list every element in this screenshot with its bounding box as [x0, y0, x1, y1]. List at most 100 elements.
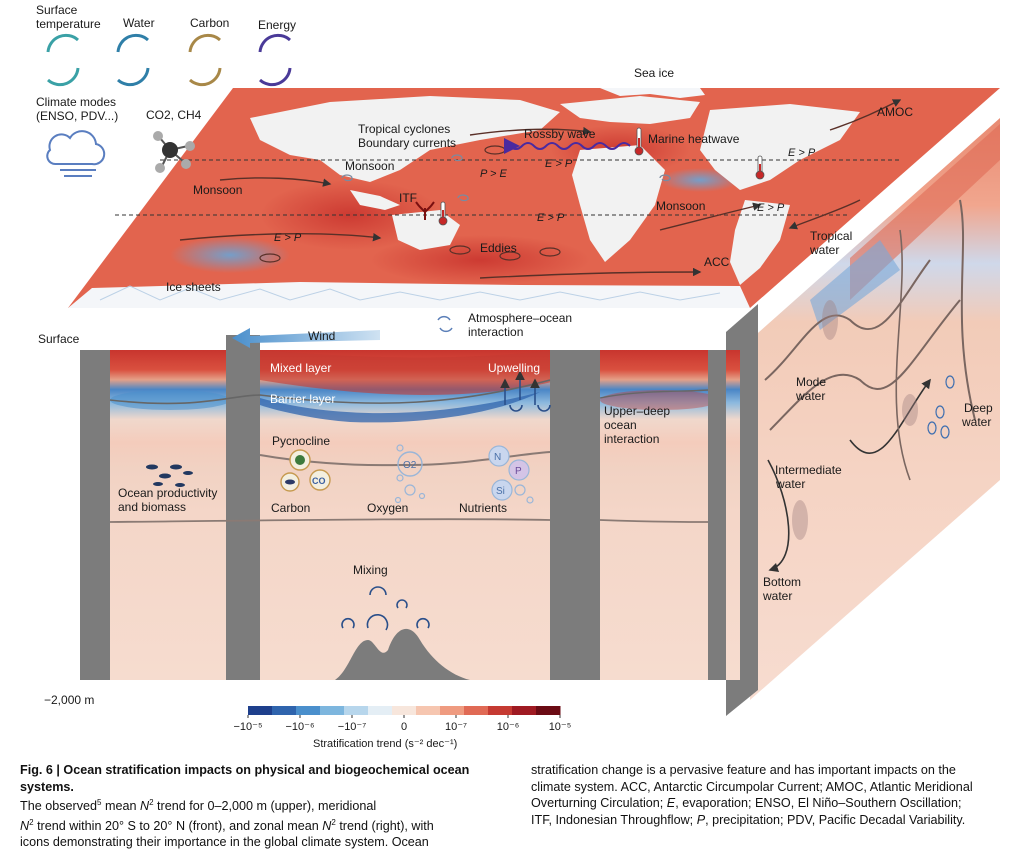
continent-south-america: [730, 200, 790, 285]
colorbar-swatch: [488, 706, 513, 715]
label-bottom-water-2: water: [762, 589, 792, 603]
label-nutrients: Nutrients: [459, 501, 507, 515]
label-mode-water-1: Mode: [796, 375, 826, 389]
sea-ice: [600, 88, 705, 98]
label-e-gt-p-1: E > P: [545, 158, 573, 170]
continent-europe: [560, 96, 700, 124]
colorbar-swatch: [368, 706, 393, 715]
stratification-diagram: Sea ice AMOC Tropical cyclones Boundary …: [36, 3, 1000, 750]
label-surface-temperature-2: temperature: [36, 17, 101, 31]
continent-africa: [572, 145, 665, 262]
surface-temperature-cycle-icon: [46, 33, 80, 87]
seafloor-ridge: [335, 628, 470, 680]
colorbar-swatch: [392, 706, 417, 715]
label-boundary-currents: Boundary currents: [358, 136, 456, 150]
label-mode-water-2: water: [795, 389, 825, 403]
colorbar-tick-label: 0: [401, 721, 407, 733]
colorbar-tick-label: 10⁻⁷: [445, 721, 467, 733]
colorbar-swatch: [512, 706, 537, 715]
colorbar-swatch: [464, 706, 489, 715]
thermometer-icon: [755, 155, 765, 180]
label-climate-modes-2: (ENSO, PDV...): [36, 109, 118, 123]
label-monsoon-3: Monsoon: [656, 199, 705, 213]
continent-maritime: [350, 190, 400, 210]
label-acc: ACC: [704, 255, 730, 269]
label-ice-sheets: Ice sheets: [166, 280, 221, 294]
colorbar-swatch: [272, 706, 297, 715]
label-rossby-wave: Rossby wave: [524, 127, 596, 141]
caption-line-7: Overturning Circulation; E, evaporation;…: [531, 796, 962, 810]
top-face-map: Sea ice AMOC Tropical cyclones Boundary …: [68, 66, 1000, 308]
label-intermediate-water-2: water: [775, 477, 805, 491]
colorbar-swatch: [440, 706, 465, 715]
energy-cycle-icon: [258, 33, 292, 87]
label-upper-deep-3: interaction: [604, 432, 659, 446]
climate-modes-cloud-icon: [46, 130, 106, 177]
label-surface: Surface: [38, 332, 80, 346]
icon-p: P: [515, 466, 522, 477]
label-deep-water-2: water: [961, 415, 991, 429]
colorbar-swatch: [344, 706, 369, 715]
label-upper-deep-1: Upper–deep: [604, 404, 670, 418]
label-wind: Wind: [308, 329, 335, 343]
label-tropical-water-2: water: [809, 243, 839, 257]
carbon-cycle-icon: [188, 33, 222, 87]
label-atmosphere-ocean-2: interaction: [468, 325, 523, 339]
label-marine-heatwave: Marine heatwave: [648, 132, 740, 146]
colorbar-swatch: [296, 706, 321, 715]
caption-line-4: icons demonstrating their importance in …: [20, 835, 429, 850]
coral-icon: [415, 201, 435, 220]
label-upwelling: Upwelling: [488, 361, 540, 375]
label-oxygen: Oxygen: [367, 501, 408, 515]
colorbar-swatch: [416, 706, 441, 715]
thermometer-icon: [438, 201, 448, 226]
label-surface-temperature-1: Surface: [36, 3, 78, 17]
icon-n: N: [494, 452, 501, 463]
label-gases: CO2, CH4: [146, 108, 202, 122]
label-productivity-1: Ocean productivity: [118, 486, 217, 500]
colorbar-label: Stratification trend (s⁻² dec⁻¹): [313, 738, 457, 750]
label-carbon: Carbon: [271, 501, 310, 515]
caption-line-8: ITF, Indonesian Throughflow; P, precipit…: [531, 812, 966, 827]
front-face-meridional: Mixed layer Barrier layer Upwelling Pycn…: [80, 335, 740, 680]
label-productivity-2: and biomass: [118, 500, 186, 514]
atmosphere-ocean-icon: [437, 315, 453, 333]
caption-line-6: climate system. ACC, Antarctic Circumpol…: [531, 779, 973, 794]
label-deep-water-1: Deep: [964, 401, 993, 415]
icon-co: CO: [312, 476, 326, 486]
cyclone-icon: [341, 154, 671, 202]
label-intermediate-water-1: Intermediate: [775, 463, 842, 477]
label-eddies: Eddies: [480, 241, 517, 255]
continent-antarctica: [68, 282, 750, 308]
caption-left: Fig. 6 | Ocean stratification impacts on…: [20, 762, 515, 851]
icon-o2: O2: [403, 460, 417, 471]
label-energy: Energy: [258, 18, 296, 32]
label-tropical-water-1: Tropical: [810, 229, 852, 243]
colorbar-tick-label: 10⁻⁵: [549, 721, 572, 733]
water-cycle-icon: [116, 33, 150, 87]
label-e-gt-p-5: E > P: [274, 232, 302, 244]
wind-arrow: [232, 328, 380, 348]
label-carbon-cycle: Carbon: [190, 16, 229, 30]
caption-line-2: The observed5 mean N2 trend for 0–2,000 …: [20, 798, 377, 814]
colorbar-tick-label: 10⁻⁶: [497, 721, 520, 733]
label-e-gt-p-3: E > P: [537, 212, 565, 224]
land-column-3: [550, 350, 600, 680]
colorbar-tick-label: −10⁻⁶: [286, 721, 315, 733]
thermometer-icon: [634, 127, 644, 156]
label-pycnocline: Pycnocline: [272, 434, 330, 448]
label-upper-deep-2: ocean: [604, 418, 637, 432]
land-column-4: [708, 350, 726, 680]
label-sea-ice: Sea ice: [634, 66, 674, 80]
colorbar-swatch: [320, 706, 345, 715]
caption-line-1: Fig. 6 | Ocean stratification impacts on…: [20, 763, 470, 794]
label-e-gt-p-4: E > P: [757, 202, 785, 214]
label-itf: ITF: [399, 191, 417, 205]
colorbar-tick-label: −10⁻⁷: [338, 721, 366, 733]
label-amoc: AMOC: [877, 105, 913, 119]
label-mixing: Mixing: [353, 563, 388, 577]
continent-north-america: [700, 104, 860, 190]
label-bottom-water-1: Bottom: [763, 575, 801, 589]
label-depth-bottom: −2,000 m: [44, 693, 94, 707]
colorbar-swatch: [248, 706, 273, 715]
